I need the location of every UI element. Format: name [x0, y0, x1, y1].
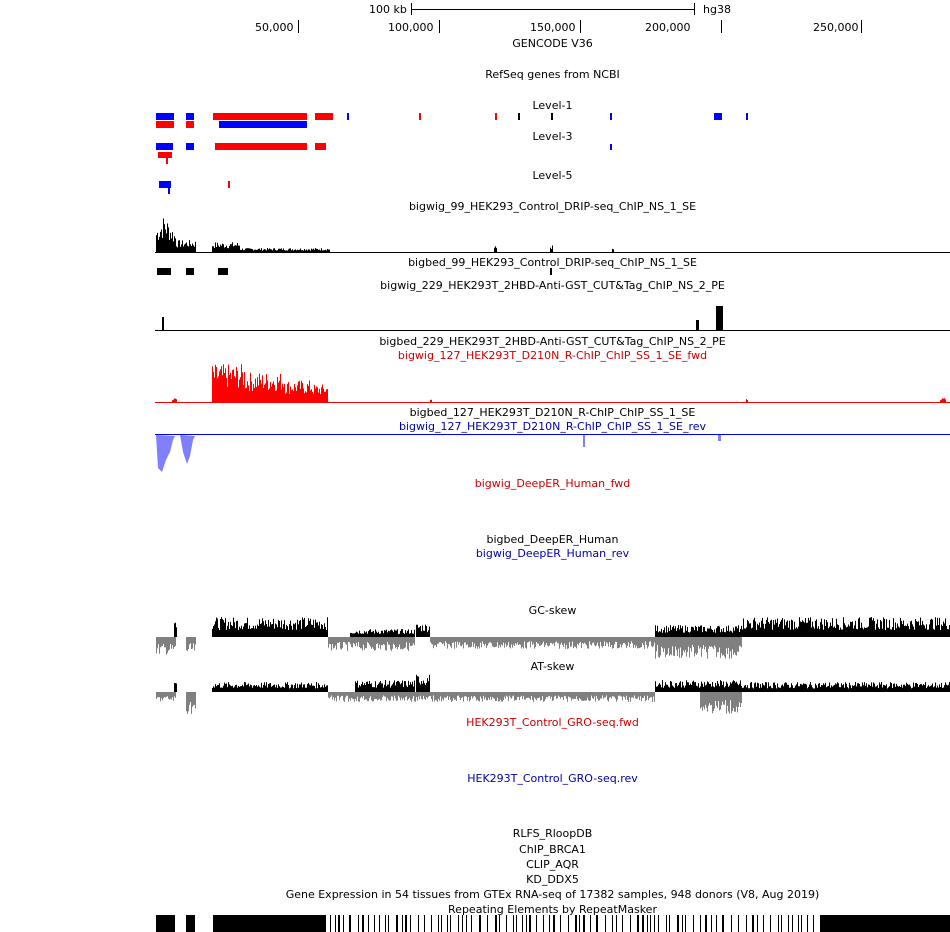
drip-bigbed-peaks	[157, 268, 552, 275]
cut-bigwig-signal	[155, 306, 950, 331]
ruler-tick-label: 200,000	[645, 21, 691, 34]
deeper-fwd-label[interactable]: bigwig_DeepER_Human_fwd	[474, 477, 631, 490]
cut-bigwig-label[interactable]: bigwig_229_HEK293T_2HBD-Anti-GST_CUT&Tag…	[380, 279, 725, 292]
refseq-track-label[interactable]: RefSeq genes from NCBI	[485, 68, 620, 81]
rchip-fwd-signal	[155, 364, 950, 403]
gc-skew-signal	[156, 617, 950, 659]
scale-bar	[411, 3, 695, 15]
ruler-tick-label: 150,000	[530, 21, 576, 34]
deeper-bigbed-label[interactable]: bigbed_DeepER_Human	[486, 533, 619, 546]
drip-bigwig-signal	[155, 218, 950, 253]
drip-bigwig-label[interactable]: bigwig_99_HEK293_Control_DRIP-seq_ChIP_N…	[408, 200, 697, 213]
gtex-label[interactable]: Gene Expression in 54 tissues from GTEx …	[285, 888, 820, 901]
rlfs-label[interactable]: RLFS_RloopDB	[512, 827, 593, 840]
gencode-track-label[interactable]: GENCODE V36	[512, 37, 593, 50]
repeatmasker-blocks	[156, 915, 950, 932]
gc-skew-label[interactable]: GC-skew	[528, 604, 577, 617]
chip-brca1-label[interactable]: ChIP_BRCA1	[519, 843, 586, 856]
level3-label[interactable]: Level-3	[532, 130, 573, 143]
rchip-bigbed-label[interactable]: bigbed_127_HEK293T_D210N_R-ChIP_ChIP_SS_…	[409, 406, 696, 419]
ruler-tick-label: 250,000	[813, 21, 859, 34]
assembly-label: hg38	[703, 3, 731, 16]
gro-fwd-label[interactable]: HEK293T_Control_GRO-seq.fwd	[466, 716, 639, 729]
level3-genes	[156, 143, 612, 164]
drip-bigbed-label[interactable]: bigbed_99_HEK293_Control_DRIP-seq_ChIP_N…	[408, 256, 697, 269]
repeatmasker-label[interactable]: Repeating Elements by RepeatMasker	[448, 903, 657, 916]
at-skew-signal	[156, 674, 950, 714]
cut-bigbed-label[interactable]: bigbed_229_HEK293T_2HBD-Anti-GST_CUT&Tag…	[379, 335, 726, 348]
level1-genes	[156, 113, 748, 128]
level1-label[interactable]: Level-1	[532, 99, 573, 112]
ruler-tick-label: 50,000	[255, 21, 294, 34]
clip-aqr-label[interactable]: CLIP_AQR	[526, 858, 579, 871]
rchip-fwd-label[interactable]: bigwig_127_HEK293T_D210N_R-ChIP_ChIP_SS_…	[397, 349, 708, 362]
level5-genes	[159, 181, 230, 194]
level5-label[interactable]: Level-5	[532, 169, 573, 182]
kd-ddx5-label[interactable]: KD_DDX5	[526, 873, 579, 886]
gro-rev-label[interactable]: HEK293T_Control_GRO-seq.rev	[467, 772, 638, 785]
at-skew-label[interactable]: AT-skew	[530, 660, 575, 673]
ruler-tick-label: 100,000	[388, 21, 434, 34]
rchip-rev-label[interactable]: bigwig_127_HEK293T_D210N_R-ChIP_ChIP_SS_…	[398, 420, 707, 433]
deeper-rev-label[interactable]: bigwig_DeepER_Human_rev	[475, 547, 630, 560]
ruler-ticks	[298, 20, 862, 33]
rchip-rev-signal	[155, 434, 950, 472]
scale-bar-label: 100 kb	[369, 3, 407, 16]
